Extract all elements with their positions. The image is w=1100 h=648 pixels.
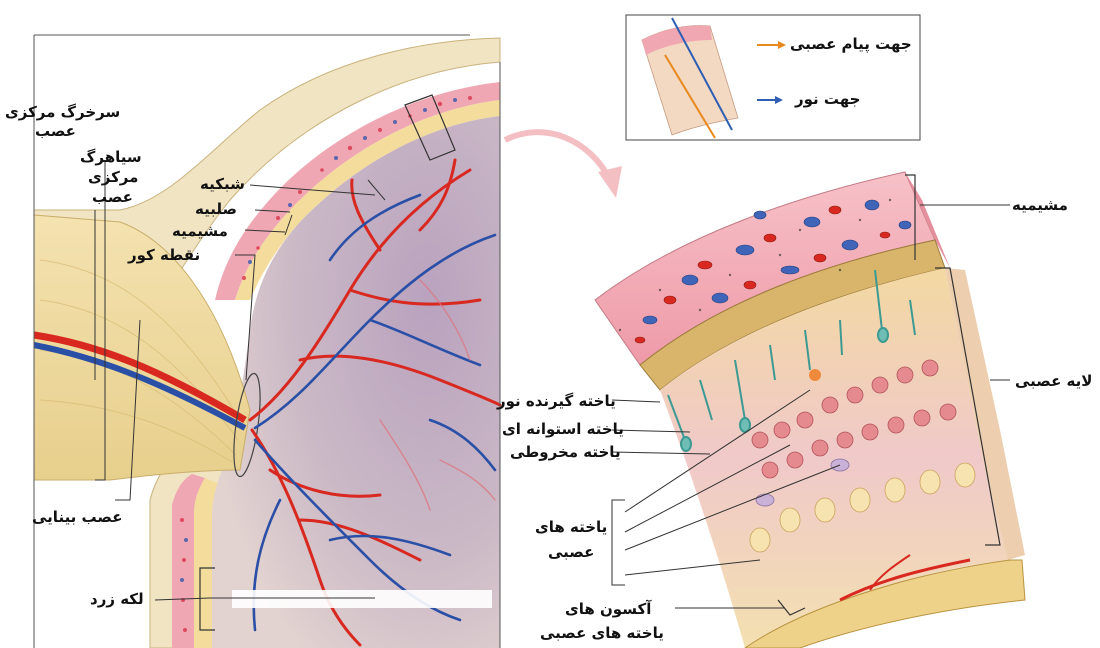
- zoom-arrow: [505, 132, 610, 180]
- retina-block: [595, 172, 1025, 648]
- label-photoreceptor: یاخته گیرنده نور: [497, 392, 616, 410]
- label-neural-cells-line1: یاخته های: [535, 518, 607, 536]
- label-neural-layer: لایه عصبی: [1015, 372, 1092, 390]
- label-central-vein-line3: عصب: [92, 188, 133, 206]
- label-cone-cell: یاخته مخروطی: [510, 443, 621, 461]
- label-sclera: صلبیه: [195, 200, 237, 218]
- legend-light-label: جهت نور: [795, 90, 861, 108]
- legend-box: [626, 15, 920, 140]
- legend-neural-signal-label: جهت پیام عصبی: [790, 35, 912, 53]
- label-central-artery-line1: سرخرگ مرکزی: [5, 103, 120, 121]
- eye-section: [34, 35, 500, 648]
- label-blind-spot: نقطه کور: [128, 246, 200, 264]
- label-central-artery-line2: عصب: [35, 122, 76, 140]
- label-central-vein-line1: سیاهرگ: [80, 148, 142, 166]
- label-choroid-left: مشیمیه: [172, 222, 228, 240]
- label-neural-cells-line2: عصبی: [548, 543, 594, 561]
- label-optic-nerve: عصب بینایی: [32, 508, 122, 526]
- label-retina: شبکیه: [200, 175, 245, 193]
- label-choroid-right: مشیمیه: [1012, 196, 1068, 214]
- label-rod-cell: یاخته استوانه ای: [502, 420, 624, 438]
- label-macula: لکه زرد: [90, 590, 144, 608]
- label-axons-line2: یاخته های عصبی: [540, 624, 664, 642]
- label-axons-line1: آکسون های: [565, 600, 651, 618]
- label-central-vein-line2: مرکزی: [88, 168, 138, 186]
